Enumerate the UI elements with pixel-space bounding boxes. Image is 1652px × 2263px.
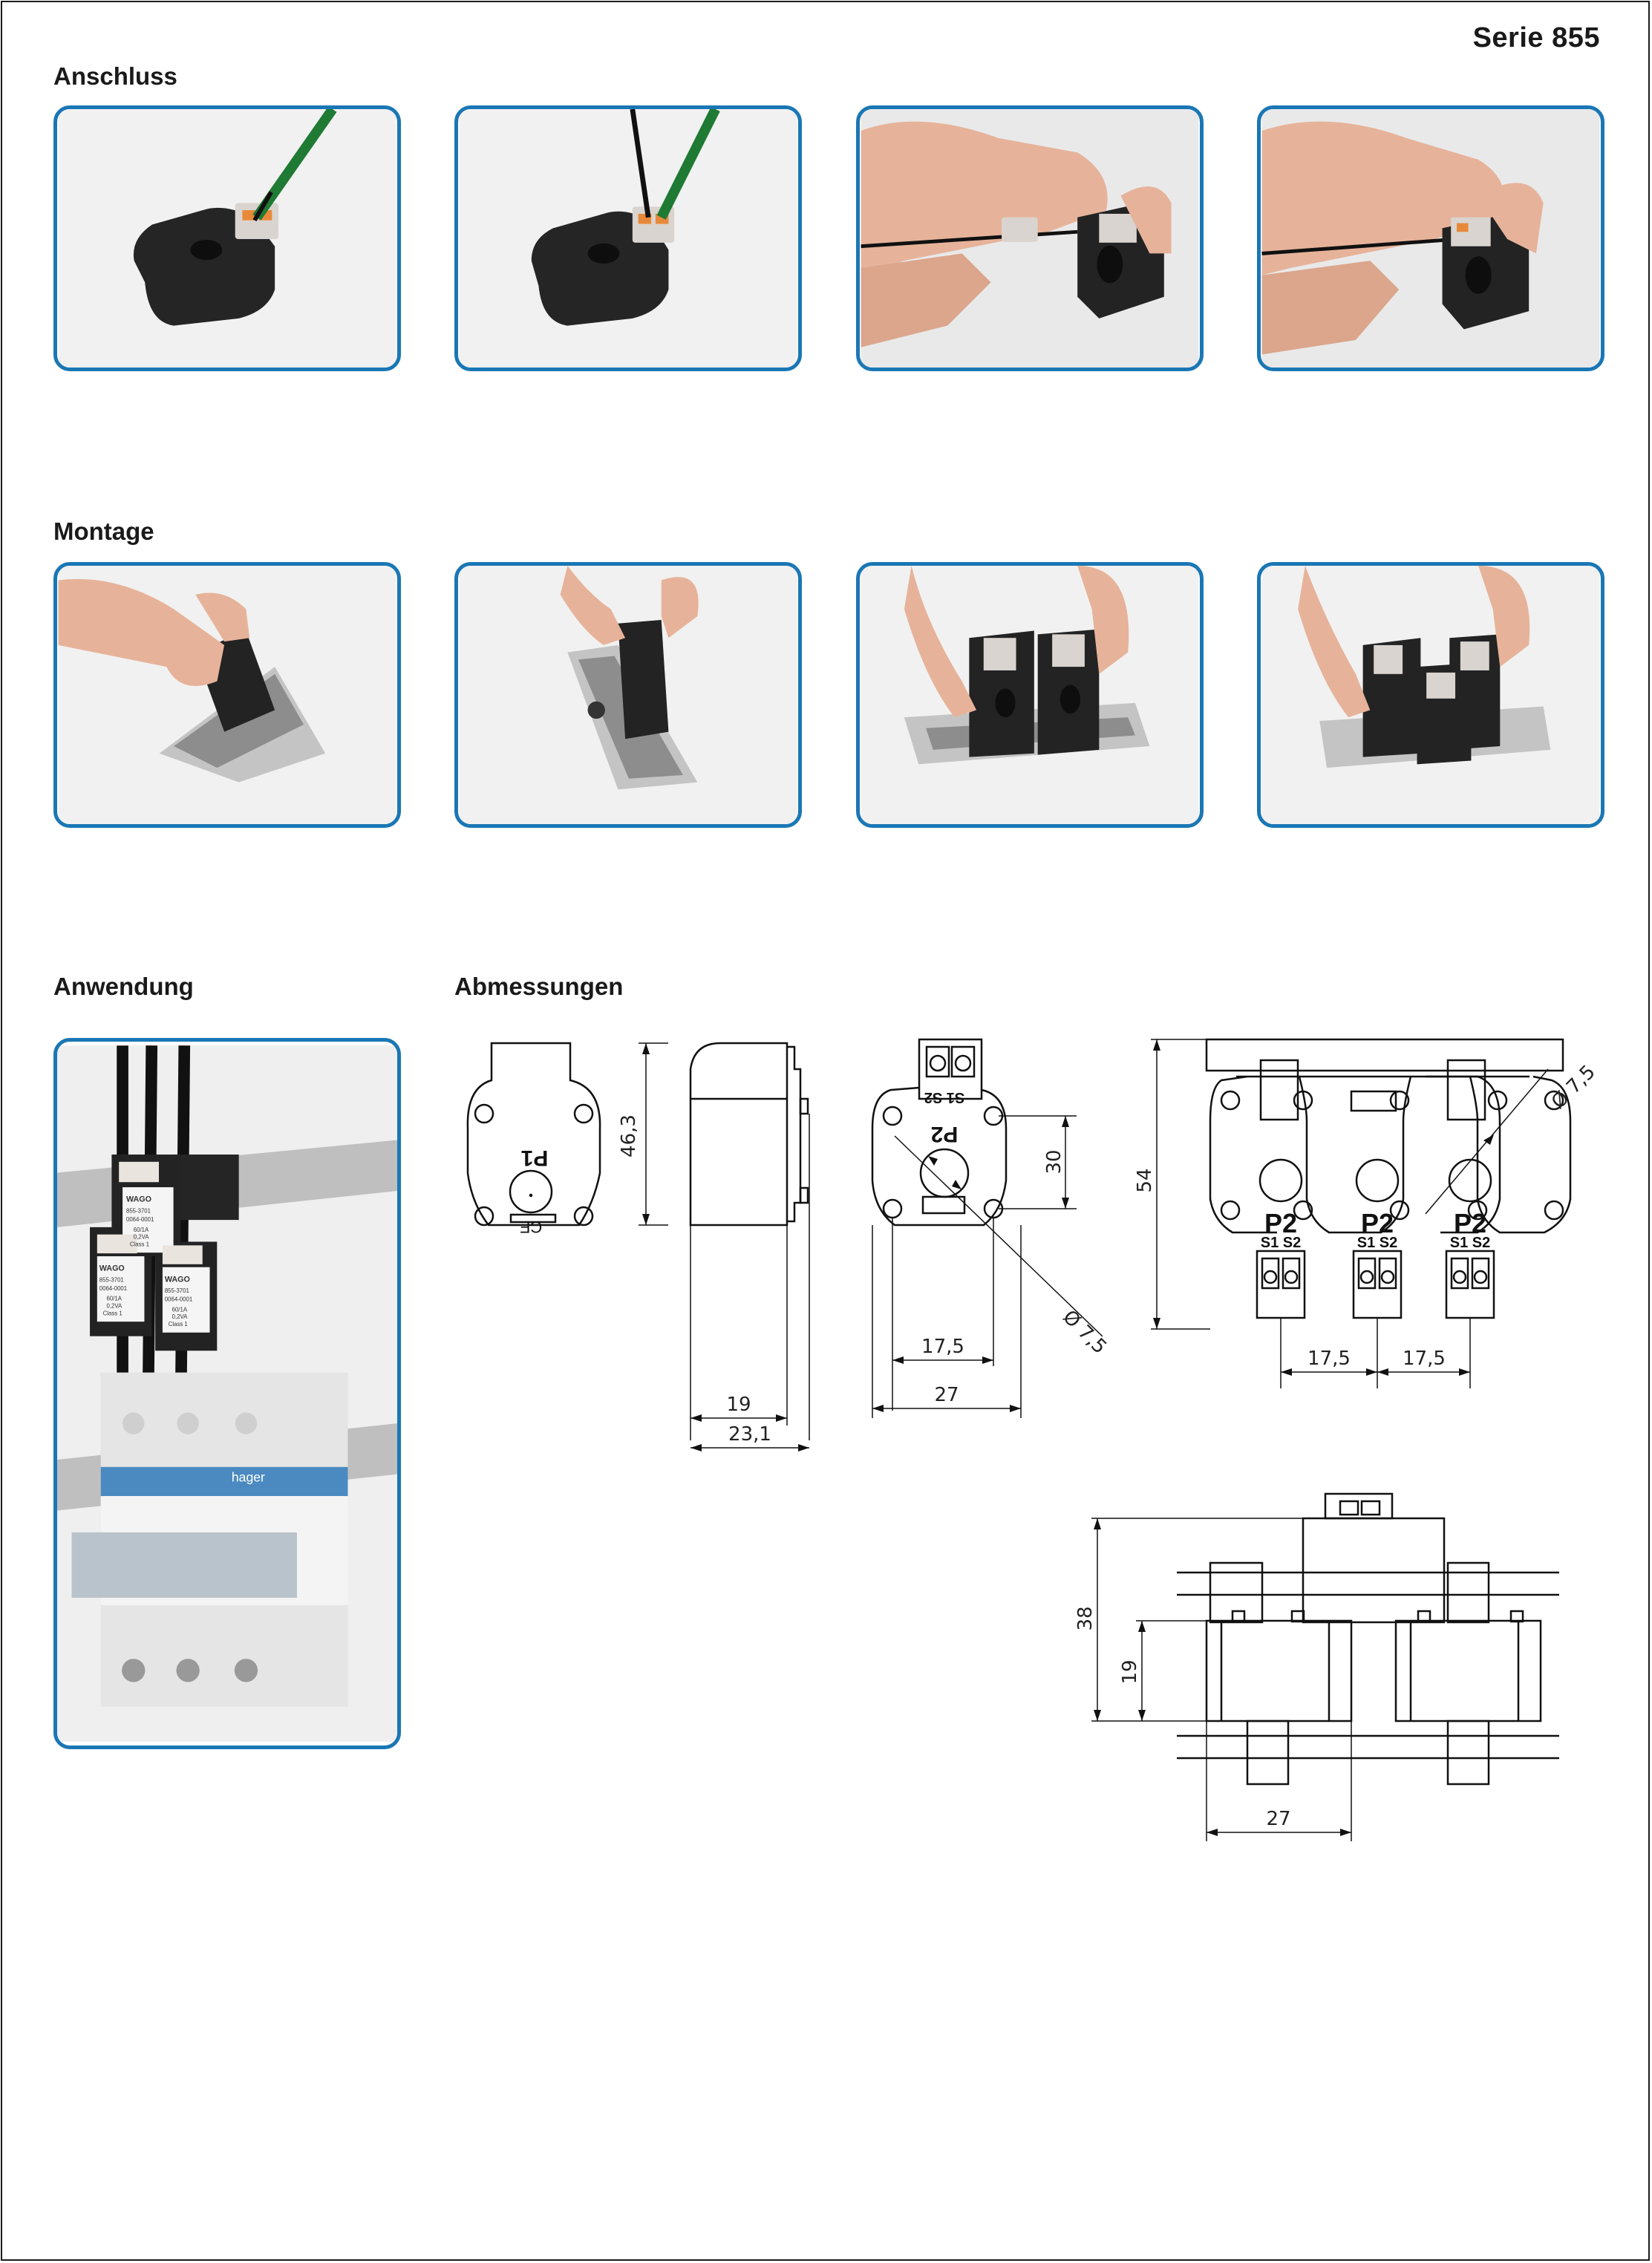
group-pitch-dim-1: 17,5 — [1307, 1348, 1351, 1370]
rear-diameter-dim: Ø 7,5 — [1058, 1306, 1111, 1359]
photo-anschluss-4 — [1257, 105, 1604, 371]
top-height-inner-dim: 19 — [1119, 1659, 1141, 1684]
group-pitch-dim-2: 17,5 — [1403, 1348, 1446, 1370]
serial-label-2: 0064-0001 — [99, 1285, 127, 1292]
class-label-1: Class 1 — [130, 1241, 149, 1247]
class-label-3: Class 1 — [169, 1321, 188, 1328]
heading-anwendung: Anwendung — [53, 973, 194, 1000]
heading-montage: Montage — [53, 517, 154, 545]
group-diameter-dim: Ø 7,5 — [1547, 1061, 1600, 1114]
wago-brand-label-3: WAGO — [165, 1275, 190, 1284]
photo-montage-4 — [1257, 562, 1604, 828]
group-p2-label-3: P2 — [1454, 1208, 1486, 1238]
group-p2-label-1: P2 — [1264, 1208, 1297, 1238]
serial-label-3: 0064-0001 — [165, 1296, 192, 1303]
part-label-2: 855-3701 — [99, 1276, 124, 1283]
part-label-3: 855-3701 — [165, 1287, 189, 1294]
rating-label-2: 60/1A — [107, 1296, 123, 1302]
photo-anschluss-2 — [454, 105, 802, 371]
drawing-rear: P2 S1 S2 30 Ø 7,5 17,5 27 — [861, 1025, 1129, 1426]
group-s1-label-2: S1 — [1357, 1235, 1375, 1251]
wago-brand-label-1: WAGO — [126, 1195, 151, 1204]
series-title: Serie 855 — [1472, 22, 1600, 53]
rear-terminals-label: S1 S2 — [924, 1089, 964, 1106]
rear-width-outer-dim: 27 — [934, 1384, 959, 1406]
class-label-2: Class 1 — [103, 1310, 123, 1316]
drawing-front-side: P1 CE 46,3 19 — [445, 1025, 832, 1440]
photo-anschluss-3 — [856, 105, 1204, 371]
wago-brand-label-2: WAGO — [99, 1264, 125, 1273]
heading-abmessungen: Abmessungen — [454, 973, 624, 1000]
photo-montage-2 — [454, 562, 802, 828]
rear-width-inner-dim: 17,5 — [921, 1336, 964, 1358]
side-width-inner-dim: 19 — [726, 1394, 751, 1416]
side-height-dim: 46,3 — [618, 1114, 640, 1157]
photo-anschluss-1 — [53, 105, 401, 371]
serial-label-1: 0064-0001 — [126, 1216, 154, 1223]
group-s2-label-2: S2 — [1380, 1235, 1397, 1251]
power-label-2: 0,2VA — [107, 1303, 123, 1310]
photo-anwendung: WAGO 855-3701 0064-0001 60/1A 0,2VA Clas… — [53, 1038, 401, 1749]
ce-mark-icon: CE — [520, 1218, 543, 1236]
rating-label-1: 60/1A — [134, 1227, 149, 1233]
group-s1-label-1: S1 — [1261, 1235, 1279, 1251]
group-s2-label-3: S2 — [1472, 1235, 1490, 1251]
power-label-3: 0,2VA — [172, 1313, 188, 1320]
front-p1-label: P1 — [521, 1146, 549, 1170]
rating-label-3: 60/1A — [172, 1306, 188, 1313]
group-s1-label-3: S1 — [1450, 1235, 1468, 1251]
top-width-dim: 27 — [1266, 1808, 1290, 1830]
hager-brand-label: hager — [232, 1469, 265, 1484]
rear-height-dim: 30 — [1043, 1149, 1065, 1174]
drawing-side-bottom-dim: 23,1 — [690, 1426, 824, 1470]
drawing-top: 38 19 27 — [1077, 1485, 1581, 1849]
top-height-outer-dim: 38 — [1077, 1606, 1097, 1630]
group-p2-label-2: P2 — [1361, 1208, 1394, 1238]
group-height-dim: 54 — [1134, 1168, 1156, 1192]
drawing-group: 54 P2 P2 P2 S1 S2 S1 S2 S1 S2 Ø 7,5 17,5… — [1129, 1032, 1619, 1403]
power-label-1: 0,2VA — [134, 1234, 149, 1241]
rear-p2-label: P2 — [931, 1122, 959, 1146]
heading-anschluss: Anschluss — [53, 62, 177, 90]
group-s2-label-1: S2 — [1283, 1235, 1301, 1251]
photo-montage-3 — [856, 562, 1204, 828]
side-width-outer-dim: 23,1 — [728, 1426, 771, 1446]
photo-montage-1 — [53, 562, 401, 828]
part-label-1: 855-3701 — [126, 1207, 151, 1214]
